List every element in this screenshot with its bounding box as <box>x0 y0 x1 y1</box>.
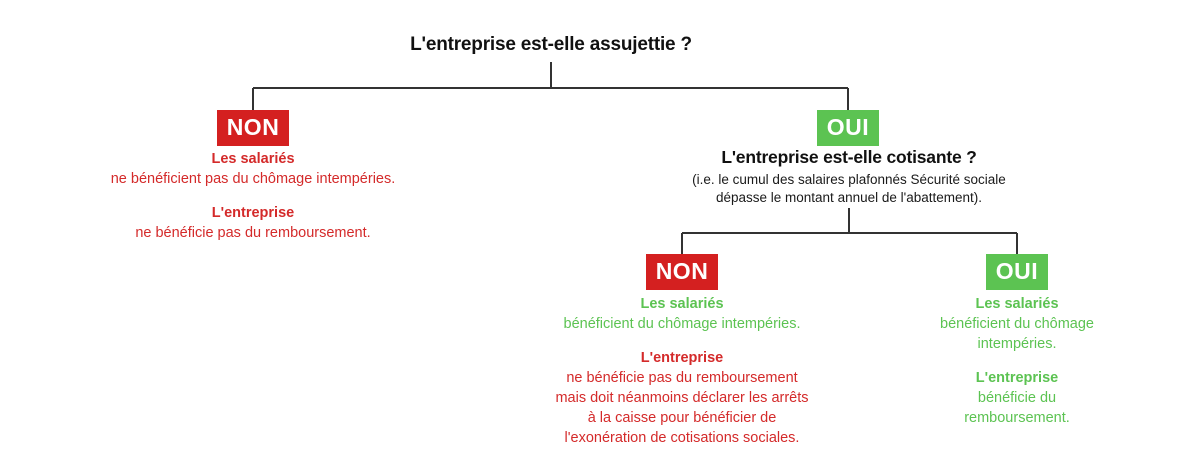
outcome-line: bénéficient du chômage <box>940 316 1094 332</box>
outcome-line: bénéficie du <box>977 390 1057 406</box>
branch-oui-2-badge-wrap: OUI <box>962 254 1072 290</box>
branch-oui-1-badge-wrap: OUI <box>793 110 903 146</box>
outcome-lead: Les salariés <box>640 296 724 312</box>
root-question: L'entreprise est-elle assujettie ? <box>251 33 851 57</box>
outcome-line: mais doit néanmoins déclarer les arrêts <box>555 390 809 406</box>
branch-non-2-badge-wrap: NON <box>622 254 742 290</box>
badge-oui-level1[interactable]: OUI <box>816 110 880 146</box>
outcome-lead: Les salariés <box>975 296 1059 312</box>
outcome-paragraph: Les salariés ne bénéficient pas du chôma… <box>63 149 443 189</box>
branch-non-1-outcome: Les salariés ne bénéficient pas du chôma… <box>63 149 443 243</box>
second-question-subtitle-line: dépasse le montant annuel de l'abattemen… <box>715 189 982 205</box>
outcome-line: ne bénéficie pas du remboursement <box>566 370 798 386</box>
outcome-paragraph: Les salariés bénéficient du chômage inte… <box>897 294 1137 354</box>
outcome-paragraph: L'entreprise ne bénéficie pas du rembour… <box>512 348 852 448</box>
second-question-subtitle-line: (i.e. le cumul des salaires plafonnés Sé… <box>692 171 1006 187</box>
outcome-line: à la caisse pour bénéficier de <box>587 410 777 426</box>
branch-non-2-outcome: Les salariés bénéficient du chômage inte… <box>512 294 852 448</box>
badge-non-level1[interactable]: NON <box>216 110 290 146</box>
badge-non-level2[interactable]: NON <box>645 254 719 290</box>
badge-oui-level2[interactable]: OUI <box>985 254 1049 290</box>
outcome-line: intempéries. <box>977 336 1057 352</box>
second-question: L'entreprise est-elle cotisante ? (i.e. … <box>619 146 1079 207</box>
outcome-lead: L'entreprise <box>975 370 1059 386</box>
outcome-lead: L'entreprise <box>640 350 724 366</box>
outcome-paragraph: L'entreprise ne bénéficie pas du rembour… <box>63 203 443 243</box>
outcome-line: remboursement. <box>964 410 1070 426</box>
outcome-lead: Les salariés <box>211 151 295 167</box>
outcome-line: bénéficient du chômage intempéries. <box>563 316 801 332</box>
root-question-title: L'entreprise est-elle assujettie ? <box>410 34 692 55</box>
outcome-paragraph: Les salariés bénéficient du chômage inte… <box>512 294 852 334</box>
second-question-title: L'entreprise est-elle cotisante ? <box>721 147 977 167</box>
outcome-paragraph: L'entreprise bénéficie du remboursement. <box>897 368 1137 428</box>
outcome-line: ne bénéficient pas du chômage intempérie… <box>110 171 396 187</box>
outcome-line: ne bénéficie pas du remboursement. <box>135 225 371 241</box>
branch-non-1-badge-wrap: NON <box>193 110 313 146</box>
second-question-subtitle: (i.e. le cumul des salaires plafonnés Sé… <box>619 171 1079 207</box>
outcome-lead: L'entreprise <box>211 205 295 221</box>
outcome-line: l'exonération de cotisations sociales. <box>564 430 800 446</box>
branch-oui-2-outcome: Les salariés bénéficient du chômage inte… <box>897 294 1137 428</box>
